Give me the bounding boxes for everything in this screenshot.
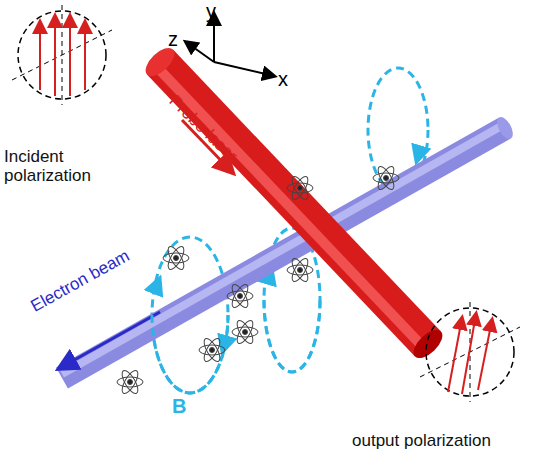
beam-label: Electron beam <box>28 247 133 316</box>
output-polarization-icon <box>420 302 520 402</box>
axes <box>186 14 274 76</box>
probe-laser <box>141 43 447 363</box>
polarization-label: Incident polarization <box>4 148 124 185</box>
axis-label: x <box>278 68 288 90</box>
axis-label: y <box>206 0 216 22</box>
axis-label: z <box>168 28 178 50</box>
atoms <box>117 164 399 396</box>
field-label: B <box>172 395 186 417</box>
incident-polarization-icon <box>12 5 112 105</box>
electron-beam <box>60 115 516 378</box>
polarization-label: output polarization <box>352 432 491 451</box>
b-field-loops <box>152 68 428 393</box>
